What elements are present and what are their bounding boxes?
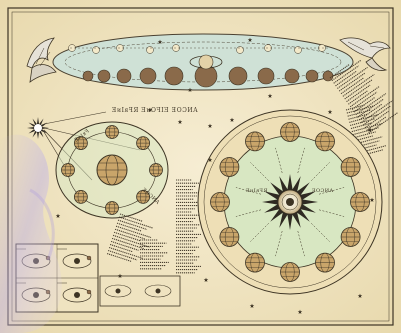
small-globe-5 xyxy=(106,202,119,215)
ring-globe-2 xyxy=(316,132,335,151)
small-planet-2 xyxy=(93,47,100,54)
planet-1 xyxy=(83,71,93,81)
small-globe-3 xyxy=(150,164,163,177)
ring-globe-7 xyxy=(281,263,300,282)
caption-top: ƎᴎIᴙꟻЯ ƎᴎOꟻIƎ ƎOƆИA xyxy=(112,107,198,114)
ring-globe-8 xyxy=(246,253,265,272)
ring-globe-9 xyxy=(220,228,239,247)
ring-globe-6 xyxy=(316,253,335,272)
small-globe-7 xyxy=(62,164,75,177)
central-sun-icon xyxy=(262,174,318,230)
small-globe-2 xyxy=(137,137,150,150)
svg-text:ƎOƆИA: ƎOƆИA xyxy=(312,188,334,194)
small-planet-6 xyxy=(237,47,244,54)
planet-7 xyxy=(229,67,247,85)
ring-globe-5 xyxy=(341,228,360,247)
right-orbit-diagram: ƎᴎIᴙꟻЯ ƎOƆИA xyxy=(198,110,382,294)
planet-10 xyxy=(306,70,318,82)
planet-5 xyxy=(165,67,183,85)
planet-3 xyxy=(117,69,131,83)
orbit-diagrams-box-right xyxy=(100,276,180,306)
small-planet-8 xyxy=(295,47,302,54)
small-globe-6 xyxy=(74,190,87,203)
ring-globe-3 xyxy=(341,158,360,177)
planet-2 xyxy=(98,70,110,82)
planet-9 xyxy=(285,69,299,83)
small-globe-1 xyxy=(106,126,119,139)
ring-globe-12 xyxy=(246,132,265,151)
ring-globe-11 xyxy=(220,158,239,177)
planet-4 xyxy=(140,68,156,84)
ring-globe-1 xyxy=(281,123,300,142)
svg-text:ƎᴎIᴙꟻЯ: ƎᴎIᴙꟻЯ xyxy=(246,188,268,194)
left-orbit-diagram: ƎᴎIᴙꟻ ƎOƆИA xyxy=(56,122,168,218)
planet-8 xyxy=(258,68,274,84)
ring-globe-4 xyxy=(351,193,370,212)
planet-row-band xyxy=(53,34,353,90)
small-planet-4 xyxy=(147,47,154,54)
center-globe-left xyxy=(97,155,127,185)
planet-11 xyxy=(323,71,333,81)
ring-globe-10 xyxy=(211,193,230,212)
